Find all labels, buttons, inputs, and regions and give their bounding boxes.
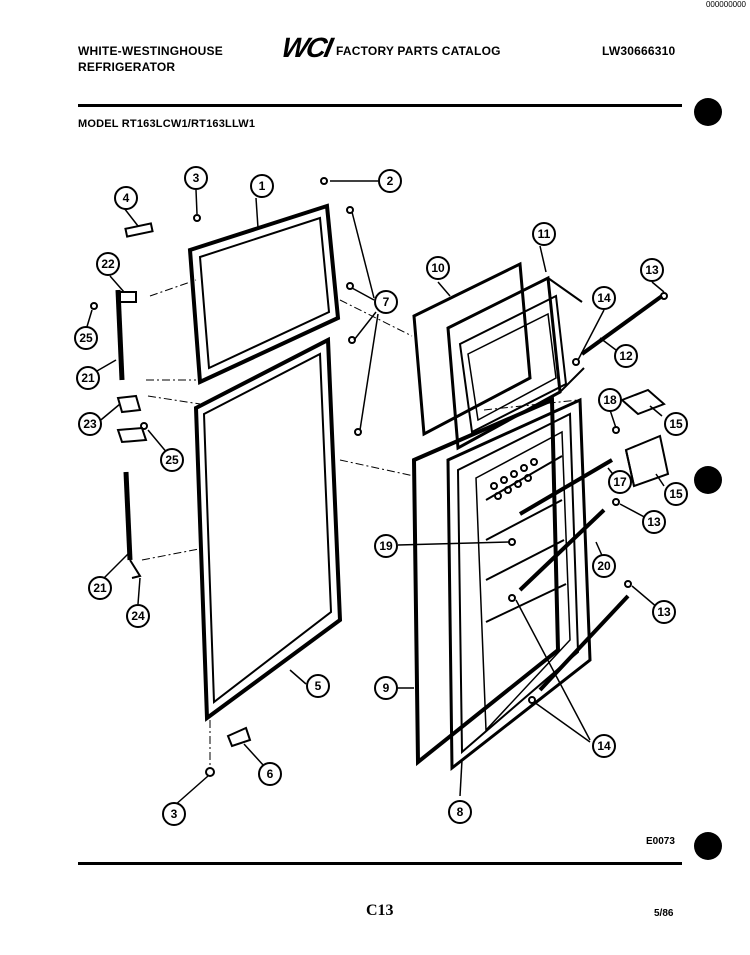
binder-hole-bottom: [694, 832, 722, 860]
callout-13-bottom: 13: [657, 605, 671, 619]
callout-14-top: 14: [597, 291, 611, 305]
fresh-food-door-gasket: [193, 336, 343, 722]
butter-compartment: [624, 434, 670, 488]
leader-lines: [85, 180, 665, 807]
guide-lines: [141, 279, 579, 766]
catalog-title: FACTORY PARTS CATALOG: [336, 44, 501, 58]
callout-12: 12: [619, 349, 633, 363]
freezer-door-gasket: [187, 203, 341, 386]
callout-21-top: 21: [81, 371, 95, 385]
binder-hole-top: [694, 98, 722, 126]
callout-4: 4: [123, 191, 130, 205]
callout-14-bottom: 14: [597, 739, 611, 753]
page-code: C13: [366, 902, 394, 919]
figure-code: E0073: [646, 836, 675, 847]
hinge-parts: [115, 222, 252, 748]
screws: [90, 177, 668, 777]
callout-17: 17: [613, 475, 627, 489]
callout-19: 19: [379, 539, 393, 553]
product-type: REFRIGERATOR: [78, 60, 176, 74]
callout-22: 22: [101, 257, 115, 271]
callout-18: 18: [603, 393, 617, 407]
callout-2: 2: [387, 174, 394, 188]
callout-20: 20: [597, 559, 611, 573]
callout-23: 23: [83, 417, 97, 431]
callout-13-top: 13: [645, 263, 659, 277]
brand-name: WHITE-WESTINGHOUSE: [78, 44, 223, 58]
callout-25-left: 25: [79, 331, 93, 345]
callout-15-bottom: 15: [669, 487, 683, 501]
top-corner-code: 000000000: [705, 0, 746, 9]
callout-11: 11: [538, 227, 551, 241]
callout-24: 24: [131, 609, 145, 623]
callout-7: 7: [383, 295, 390, 309]
date-code: 5/86: [654, 908, 674, 919]
callout-1: 1: [259, 179, 266, 193]
callout-5: 5: [315, 679, 322, 693]
callout-6: 6: [267, 767, 274, 781]
callout-25-bottom: 25: [165, 453, 179, 467]
callout-numbers: 1 2 3 4 22 25 21 23 25 21 24 7 5 6 3 10 …: [79, 171, 683, 821]
footer-rule: [78, 862, 682, 865]
shelf-bars: [518, 294, 664, 692]
callout-3-top: 3: [193, 171, 200, 185]
model-label: MODEL RT163LCW1/RT163LLW1: [78, 118, 256, 130]
catalog-number: LW30666310: [602, 44, 676, 58]
callout-21-bottom: 21: [93, 581, 107, 595]
callout-8: 8: [457, 805, 464, 819]
callout-circles: [74, 166, 688, 826]
callout-10: 10: [431, 261, 445, 275]
fresh-food-door-outer: [411, 396, 561, 767]
callout-9: 9: [383, 681, 390, 695]
header-rule: [78, 104, 682, 107]
fresh-food-door-liner: [446, 397, 592, 772]
butter-door-cover: [620, 388, 666, 416]
callout-3-bottom: 3: [171, 807, 178, 821]
callout-13-middle: 13: [647, 515, 661, 529]
binder-hole-middle: [694, 466, 722, 494]
freezer-door: [412, 261, 585, 451]
callout-15-top: 15: [669, 417, 683, 431]
